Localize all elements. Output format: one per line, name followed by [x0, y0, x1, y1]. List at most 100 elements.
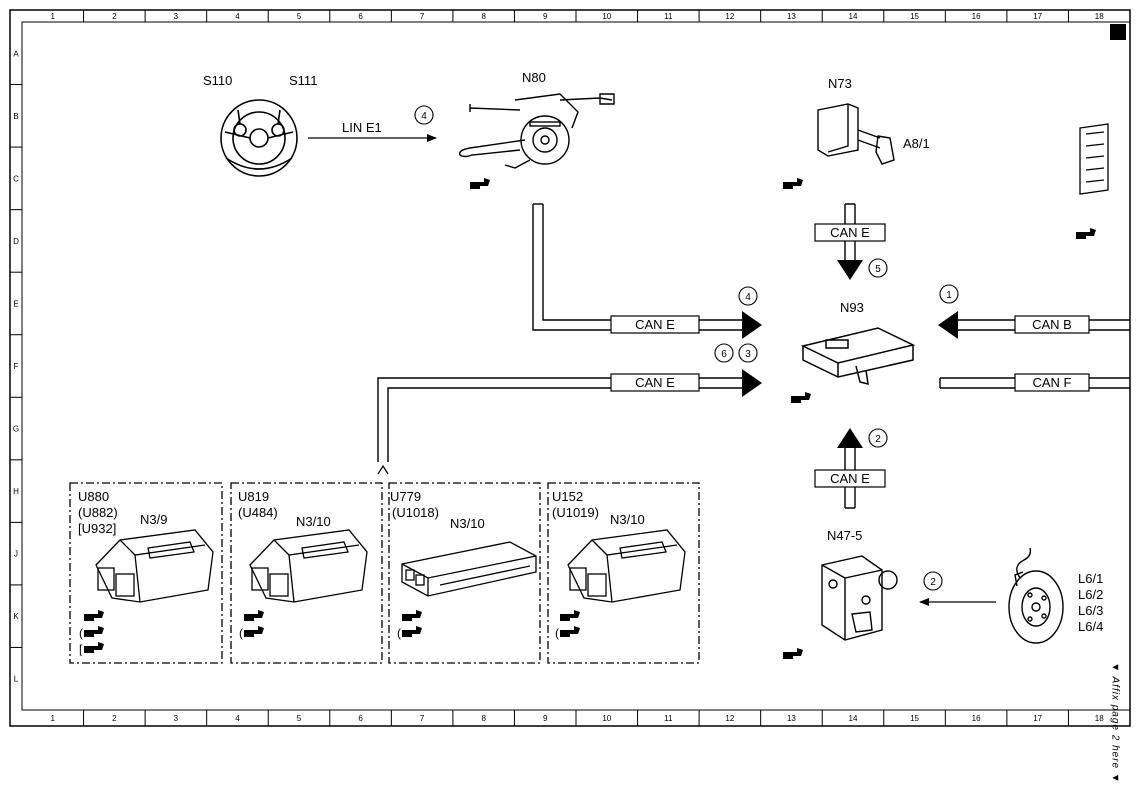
- callout-can-e-modules-b: 3: [738, 343, 758, 363]
- label-module-1-id-2: (U882): [78, 505, 118, 520]
- grid-column-label: 3: [174, 12, 179, 21]
- can-e-n73-box: [814, 223, 886, 242]
- reference-hand-icon: [470, 178, 490, 189]
- brake-disc-sensor-icon: [1008, 547, 1064, 644]
- grid-column-label: 10: [602, 714, 611, 723]
- label-l6-1: L6/1: [1078, 571, 1103, 586]
- label-can-e-modules: CAN E: [635, 375, 675, 390]
- grid-column-label: 18: [1095, 714, 1104, 723]
- label-module-3-unit: N3/10: [450, 516, 485, 531]
- svg-text:(: (: [397, 626, 401, 640]
- label-n80: N80: [522, 70, 546, 85]
- label-module-2-id-2: (U484): [238, 505, 278, 520]
- grid-row-label: J: [14, 550, 18, 559]
- steering-wheel-icon: [220, 99, 298, 177]
- reference-hand-icon: [244, 626, 264, 637]
- label-a8-1: A8/1: [903, 136, 930, 151]
- grid-column-label: 2: [112, 12, 117, 21]
- grid-column-label: 12: [725, 714, 734, 723]
- label-can-e-n80: CAN E: [635, 317, 675, 332]
- svg-text:3: 3: [745, 349, 751, 360]
- grid-column-label: 1: [51, 12, 56, 21]
- grid-column-label: 8: [481, 714, 486, 723]
- reference-hand-icon: [783, 648, 803, 659]
- callout-can-e-modules-a: 6: [714, 343, 734, 363]
- label-n93: N93: [840, 300, 864, 315]
- grid-row-label: H: [13, 487, 19, 496]
- svg-text:2: 2: [875, 434, 881, 445]
- reference-hand-icon: [84, 642, 104, 653]
- label-can-e-n47: CAN E: [830, 471, 870, 486]
- grid-column-label: 1: [51, 714, 56, 723]
- label-l6-3: L6/3: [1078, 603, 1103, 618]
- reference-hand-icon: [84, 626, 104, 637]
- grid-column-label: 13: [787, 714, 796, 723]
- grid-column-label: 12: [725, 12, 734, 21]
- grid-column-label: 4: [235, 714, 240, 723]
- label-lin-e1: LIN E1: [342, 120, 382, 135]
- label-l6-2: L6/2: [1078, 587, 1103, 602]
- label-module-2-unit: N3/10: [296, 514, 331, 529]
- can-e-modules-box: [610, 373, 700, 392]
- central-gateway-icon: [800, 327, 916, 385]
- callout-can-e-n80: 4: [738, 286, 758, 306]
- grid-column-label: 8: [481, 12, 486, 21]
- label-module-4-unit: N3/10: [610, 512, 645, 527]
- grid-column-label: 11: [664, 714, 673, 723]
- grid-column-label: 16: [972, 714, 981, 723]
- can-b-arrowhead: [938, 311, 958, 339]
- label-module-1-unit: N3/9: [140, 512, 167, 527]
- svg-text:6: 6: [721, 349, 727, 360]
- grid-column-label: 14: [849, 714, 858, 723]
- can-f-box: [1014, 373, 1090, 392]
- label-module-3-id-1: U779: [390, 489, 421, 504]
- reference-hand-icon: [402, 626, 422, 637]
- label-s110: S110: [203, 73, 232, 88]
- svg-text:5: 5: [875, 264, 881, 275]
- svg-text:(: (: [239, 626, 243, 640]
- ecu-icon: [249, 529, 368, 603]
- ignition-switch-icon: [817, 103, 895, 165]
- grid-column-label: 15: [910, 12, 919, 21]
- ecu-icon: [95, 529, 214, 603]
- reference-hand-icon: [402, 610, 422, 621]
- grid-ticks: [10, 10, 1069, 726]
- ecu-icon: [401, 541, 537, 597]
- svg-text:4: 4: [421, 111, 427, 122]
- grid-row-label: F: [14, 362, 19, 371]
- grid-column-label: 4: [235, 12, 240, 21]
- grid-column-label: 16: [972, 12, 981, 21]
- svg-text:[: [: [79, 642, 83, 656]
- grid-column-label: 3: [174, 714, 179, 723]
- grid-row-label: G: [13, 425, 19, 434]
- grid-column-label: 9: [543, 12, 548, 21]
- grid-row-label: B: [13, 112, 18, 121]
- bracket-marks: ( [ ( ( (: [79, 626, 559, 656]
- can-e-n47-arrowhead: [837, 428, 863, 448]
- grid-column-label: 13: [787, 12, 796, 21]
- reference-hand-icon: [560, 610, 580, 621]
- module-frames: [69, 482, 700, 664]
- grid-column-label: 9: [543, 714, 548, 723]
- label-module-3-id-2: (U1018): [392, 505, 439, 520]
- callout-lin: 4: [414, 105, 434, 125]
- can-e-n80-path: [532, 203, 742, 331]
- grid-row-label: K: [13, 612, 19, 621]
- grid-column-label: 15: [910, 714, 919, 723]
- grid-row-label: D: [13, 237, 19, 246]
- reference-hand-icons: [84, 178, 1096, 659]
- label-s111: S111: [289, 73, 317, 88]
- callout-can-e-n47: 2: [868, 428, 888, 448]
- svg-text:1: 1: [946, 290, 952, 301]
- grid-column-label: 2: [112, 714, 117, 723]
- callout-can-e-n73: 5: [868, 258, 888, 278]
- grid-row-label: C: [13, 174, 19, 183]
- grid-column-label: 11: [664, 12, 673, 21]
- grid-column-label: 5: [297, 12, 302, 21]
- label-module-4-id-1: U152: [552, 489, 583, 504]
- grid-labels: 1122334455667788991010111112121313141415…: [13, 12, 1104, 723]
- label-module-1-id-3: [U932]: [78, 521, 116, 536]
- svg-text:(: (: [79, 626, 83, 640]
- svg-text:(: (: [555, 626, 559, 640]
